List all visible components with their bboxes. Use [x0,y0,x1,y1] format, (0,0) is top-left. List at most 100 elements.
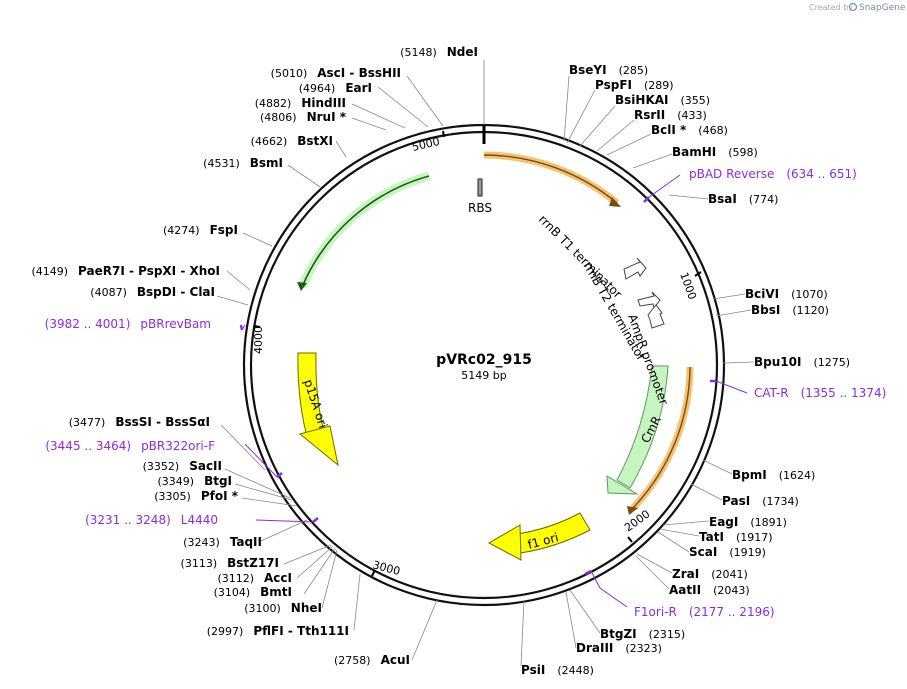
primer-range: (1355 .. 1374) [801,386,887,400]
site-name: EagI [709,515,738,529]
primer-name: pBRrevBam [140,317,211,331]
site-leader-line [242,232,273,247]
primer-leader-line [715,380,748,394]
cmr-body [616,365,669,489]
site-leader-line [283,544,332,565]
site-name: BciVI [745,287,779,301]
primer-labels: pBAD Reverse(634 .. 651)CAT-R(1355 .. 13… [45,167,887,619]
site-leader-line [220,424,266,471]
site-position: (3349) [157,475,194,488]
site-leader-line [216,295,249,306]
primer-range: (3231 .. 3248) [85,513,171,527]
site-leader-line [296,545,334,579]
site-position: (2997) [207,625,244,638]
primer-leader-line [590,570,628,608]
site-position: (3104) [214,586,251,599]
green-arc [297,171,431,289]
site-position: (355) [681,94,711,107]
site-leader-line [702,459,733,475]
tick-label-3000: 3000 [371,558,401,578]
tick-label-5000: 5000 [411,135,441,154]
primer-name: CAT-R [754,386,789,400]
site-name: BstXI [297,134,333,148]
cmr-arrowhead [606,475,639,495]
site-name: TaqII [230,535,262,549]
site-name: BtgZI [600,627,637,641]
site-leader-line [287,164,321,188]
site-position: (3112) [217,572,254,585]
site-position: (5148) [400,46,437,59]
site-leader-line [668,194,709,200]
site-name: BamHI [672,145,716,159]
site-leader-line [579,105,616,147]
primer-name: pBR322ori-F [141,439,215,453]
site-position: (598) [728,146,758,159]
site-name: EarI [345,81,372,95]
site-name: BssSI - BssSαI [115,415,210,429]
site-position: (1919) [729,546,766,559]
primer-mark [312,517,319,523]
primer-leader-line [244,443,278,478]
site-leader-line [260,519,308,542]
feature-rbs-label: RBS [468,201,492,215]
site-leader-line [411,599,438,661]
orange-top-arc-core [483,154,618,204]
site-position: (4662) [251,135,288,148]
site-position: (4964) [299,82,336,95]
site-name: PflFI - Tth111I [253,624,349,638]
site-position: (1070) [791,288,828,301]
f1-ori-arrowhead [487,524,522,561]
site-leader-line [657,531,690,553]
site-leader-line [635,555,670,590]
site-name: BsiHKAI [615,93,669,107]
site-position: (1120) [792,304,829,317]
site-leader-line [234,483,293,501]
site-name: AatII [669,583,701,597]
site-position: (5010) [271,67,308,80]
green-arrowhead [297,282,307,291]
primer-mark [643,196,650,203]
site-position: (4882) [255,97,292,110]
orange-right-arrowhead [627,506,638,515]
orange-top-arrowhead [609,197,621,207]
site-position: (1891) [750,516,787,529]
site-position: (468) [698,124,728,137]
site-position: (289) [644,79,674,92]
site-leader-line [406,75,444,127]
site-position: (1917) [736,531,773,544]
primer-mark [584,569,592,576]
site-leader-line [335,140,347,158]
primer-range: (2177 .. 2196) [689,605,775,619]
site-name: AscI - BssHII [317,66,401,80]
site-position: (4531) [203,157,240,170]
site-name: BsaI [708,192,737,206]
green-arc-core [301,175,430,288]
site-name: PspFI [595,78,632,92]
site-leader-line [353,573,361,631]
site-name: BbsI [751,303,780,317]
site-name: NdeI [447,45,478,59]
site-name: BclI * [651,123,687,137]
tick-3000 [371,569,376,577]
site-position: (774) [749,193,779,206]
site-leader-line [565,591,577,649]
site-leader-line [636,553,673,574]
site-leader-line [632,153,673,169]
primer-leader-line [241,324,246,331]
site-name: FspI [210,223,238,237]
site-leader-line [321,549,338,609]
primer-leader-line [255,519,314,523]
primer-range: (3982 .. 4001) [45,317,131,331]
site-leader-line [712,293,746,300]
site-position: (3100) [244,602,281,615]
leader-lines [216,60,755,667]
primer-mark [276,472,283,478]
site-position: (433) [677,109,707,122]
ampr-promoter-icon [647,304,665,329]
tick-5000 [442,130,445,138]
site-leader-line [659,528,700,537]
site-leader-line [596,119,635,152]
site-name: RsrII [634,108,665,122]
site-leader-line [226,270,251,291]
site-leader-line [303,547,336,595]
